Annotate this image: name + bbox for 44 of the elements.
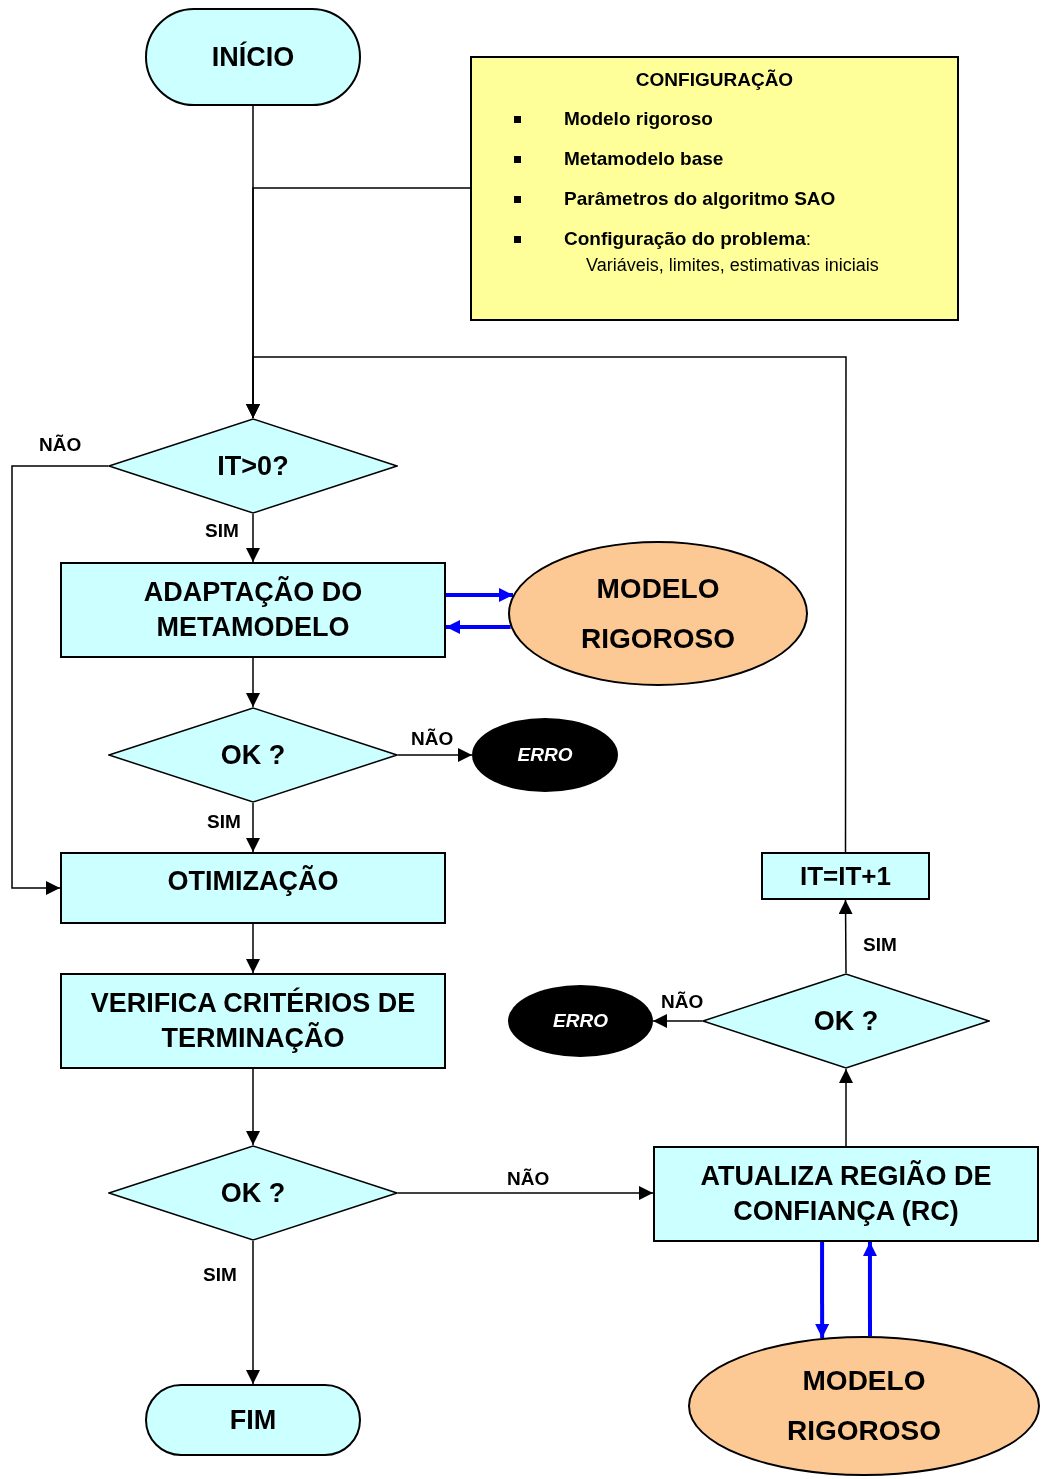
arrow (839, 1068, 853, 1147)
arrow (446, 620, 511, 634)
decision-label: OK ? (220, 1177, 286, 1208)
error-label: ERRO (553, 1008, 608, 1033)
panel-heading: CONFIGURAÇÃO (634, 68, 795, 92)
arrow (246, 1240, 260, 1385)
decision-label: OK ? (220, 739, 286, 770)
arrow (652, 1014, 703, 1028)
process-box (60, 562, 446, 658)
arrow (246, 513, 260, 563)
ellipse-label: MODELO RIGOROSO (786, 1364, 942, 1448)
arrow (838, 899, 853, 974)
process-box (60, 973, 446, 1069)
arrow (246, 802, 260, 853)
process-label: OTIMIZAÇÃO (166, 864, 340, 898)
process-label: IT=IT+1 (798, 859, 892, 893)
process-box (761, 852, 930, 900)
arrow (246, 1068, 260, 1146)
terminal-label: FIM (229, 1403, 277, 1437)
arrow (246, 356, 847, 853)
arrow (246, 657, 260, 708)
item-detail: Variáveis, limites, estimativas iniciais (586, 253, 880, 277)
list-item: Parâmetros do algoritmo SAO (564, 187, 836, 212)
arrow (246, 923, 260, 974)
process-box (653, 1146, 1039, 1242)
configuration-panel (470, 56, 959, 321)
decision-label: OK ? (813, 1005, 879, 1036)
arrow (446, 587, 513, 602)
arrow (397, 748, 473, 762)
error-label: ERRO (517, 742, 573, 767)
arrow (11, 465, 109, 895)
arrow (862, 1242, 877, 1337)
terminal-label: INÍCIO (211, 40, 295, 74)
decision-label: IT>0? (217, 450, 289, 481)
arrow (815, 1242, 830, 1338)
list-item: Configuração do problema: (564, 227, 812, 252)
process-label: ATUALIZA REGIÃO DE CONFIANÇA (RC) (699, 1159, 993, 1228)
list-item: Metamodelo base (564, 147, 724, 172)
process-label: ADAPTAÇÃO DO METAMODELO (142, 575, 364, 644)
process-label: VERIFICA CRITÉRIOS DE TERMINAÇÃO (89, 986, 417, 1055)
list-item: Modelo rigoroso (564, 107, 713, 132)
ellipse-label: MODELO RIGOROSO (580, 571, 736, 656)
process-box (60, 852, 446, 924)
arrow (397, 1186, 654, 1201)
